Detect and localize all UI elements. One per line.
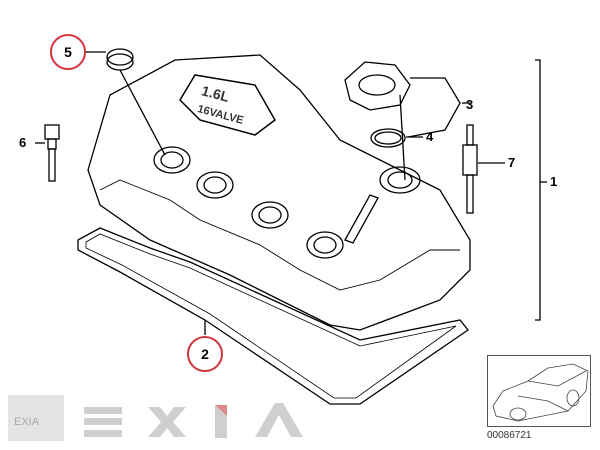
callout-6[interactable]: 6: [19, 135, 27, 150]
callout-2[interactable]: 2: [187, 336, 223, 372]
callout-7[interactable]: 7: [508, 155, 516, 170]
callout-3[interactable]: 3: [466, 97, 474, 112]
callout-1[interactable]: 1: [550, 174, 558, 189]
seal: [106, 48, 134, 66]
exia-watermark: EXIA: [8, 395, 303, 441]
bolt: [44, 124, 60, 182]
o-ring: [370, 128, 406, 148]
vehicle-thumbnail: [487, 355, 591, 427]
car-icon: [492, 363, 589, 422]
diagram-id: 00086721: [487, 430, 532, 441]
gasket: [77, 227, 469, 405]
callout-4[interactable]: 4: [426, 129, 434, 144]
valve-cover: [87, 54, 471, 331]
svg-text:1.6L: 1.6L: [200, 82, 232, 105]
svg-text:EXIA: EXIA: [14, 416, 40, 428]
callout-5[interactable]: 5: [50, 34, 86, 70]
stud: [462, 124, 478, 214]
oil-cap: [344, 61, 411, 111]
